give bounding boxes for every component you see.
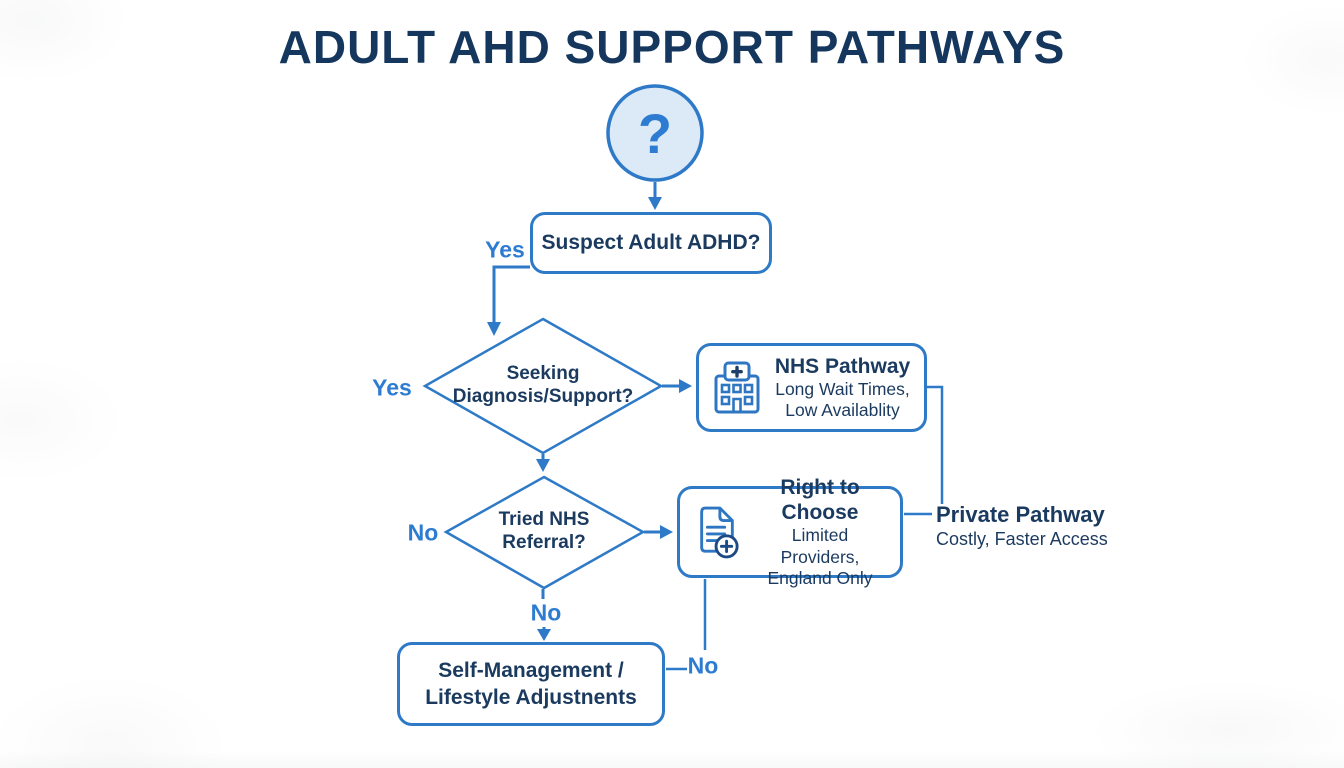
edge-label-no-to-selfmgmt: No <box>530 599 562 626</box>
node-rtc-title: Right to Choose <box>780 475 860 524</box>
node-nhs-pathway: NHS Pathway Long Wait Times, Low Availab… <box>696 343 927 432</box>
decision-seeking-diamond <box>422 317 664 455</box>
node-private-pathway: Private Pathway Costly, Faster Access <box>936 502 1108 552</box>
edge-start-to-suspect <box>648 182 662 210</box>
node-nhs-sub1: Long Wait Times, <box>775 378 910 399</box>
edge-label-yes-suspect: Yes <box>485 236 525 263</box>
edge-seeking-to-tried <box>536 454 550 472</box>
node-suspect-label: Suspect Adult ADHD? <box>541 231 761 255</box>
start-circle <box>606 84 704 182</box>
node-nhs-text: NHS Pathway Long Wait Times, Low Availab… <box>771 354 914 422</box>
edge-tried-to-rtc <box>644 525 673 539</box>
hospital-icon <box>713 361 761 415</box>
node-self-management: Self-Management / Lifestyle Adjustnents <box>397 642 665 726</box>
edge-rtc-no-branch <box>666 579 707 671</box>
edge-label-yes-seeking: Yes <box>372 374 412 401</box>
edge-tried-to-selfmgmt <box>537 589 551 641</box>
edge-seeking-to-nhs <box>662 379 692 393</box>
document-plus-icon <box>694 503 740 561</box>
edge-suspect-to-seeking <box>487 265 530 336</box>
node-rtc-sub1: Limited Providers, <box>780 525 860 567</box>
edge-label-no-rtc-branch: No <box>687 652 719 679</box>
page-title: ADULT AHD SUPPORT PATHWAYS <box>278 21 1066 73</box>
node-rtc-sub2: England Only <box>767 567 873 588</box>
node-suspect-adhd: Suspect Adult ADHD? <box>530 212 772 274</box>
decision-tried-diamond <box>443 475 646 590</box>
node-seeking-label: Seeking Diagnosis/Support? <box>452 363 634 407</box>
node-nhs-title: NHS Pathway <box>774 354 911 378</box>
edge-nhs-to-private <box>927 385 944 504</box>
node-tried-label: Tried NHS Referral? <box>498 509 590 553</box>
question-mark-icon: ? <box>637 101 673 165</box>
node-right-to-choose: Right to Choose Limited Providers, Engla… <box>677 476 903 588</box>
edge-label-no-tried: No <box>407 519 439 546</box>
node-nhs-sub2: Low Availablity <box>785 400 900 421</box>
node-rtc-text: Right to Choose Limited Providers, Engla… <box>750 475 890 589</box>
private-pathway-title: Private Pathway <box>936 502 1105 527</box>
private-pathway-sub: Costly, Faster Access <box>936 529 1108 550</box>
